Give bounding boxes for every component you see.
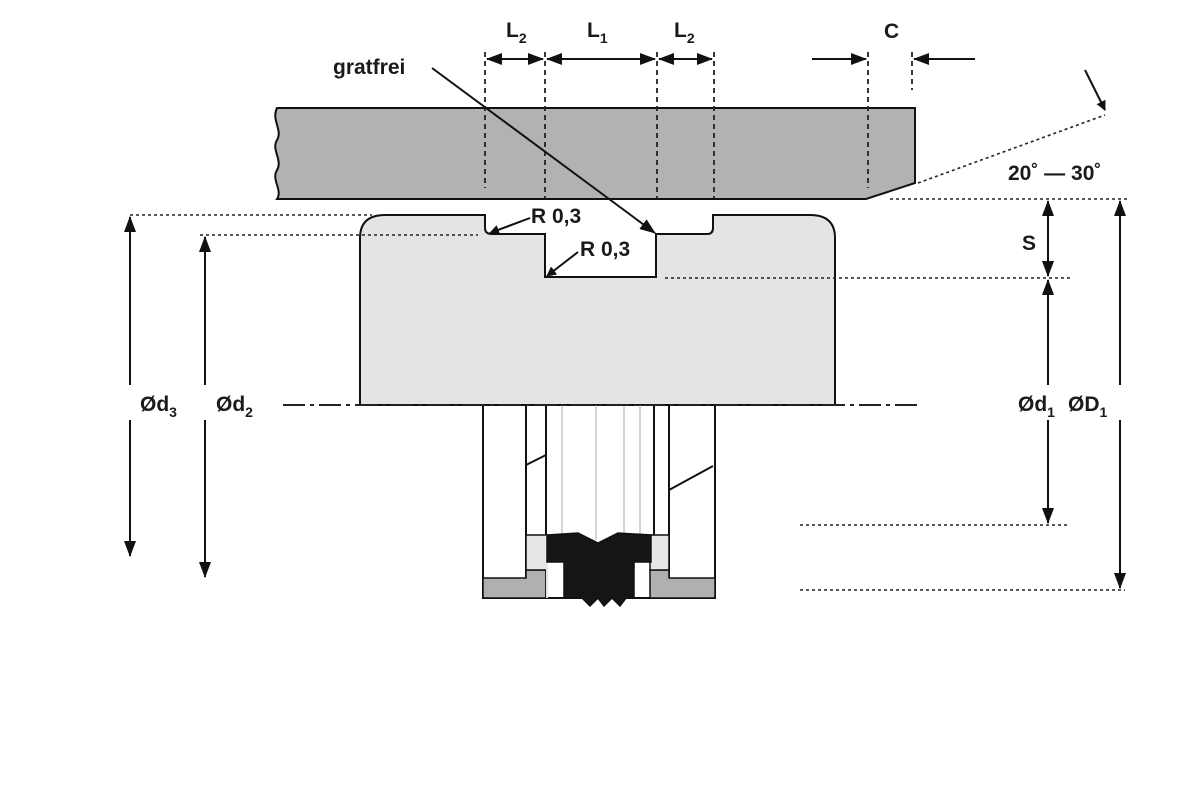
seal-gland	[482, 404, 716, 608]
diameter-extension-lines	[130, 198, 1130, 591]
label-radius-lower: R 0,3	[580, 238, 630, 261]
label-l2-right: L2	[674, 19, 695, 46]
label-d3: Ød3	[140, 393, 177, 420]
chamfer-angle-arrow	[1084, 69, 1106, 111]
label-c: C	[884, 20, 899, 43]
backup-ring-right	[649, 534, 670, 571]
radius-upper-leader	[489, 217, 531, 235]
label-d2: Ød2	[216, 393, 253, 420]
label-s: S	[1022, 232, 1036, 255]
label-d1: Ød1	[1018, 393, 1055, 420]
label-radius-upper: R 0,3	[531, 205, 581, 228]
rod	[274, 107, 916, 200]
housing	[359, 214, 836, 406]
label-l2-left: L2	[506, 19, 527, 46]
label-gratfrei: gratfrei	[333, 56, 405, 79]
label-D1: ØD1	[1068, 393, 1108, 420]
label-l1: L1	[587, 19, 608, 46]
length-extension-lines	[484, 52, 913, 198]
radius-lower-leader	[546, 251, 579, 277]
gratfrei-leader	[431, 67, 656, 234]
diameter-dimension-arrows	[124, 200, 1126, 589]
seal	[546, 532, 652, 608]
label-chamfer-angle: 20˚ — 30˚	[1008, 162, 1101, 185]
